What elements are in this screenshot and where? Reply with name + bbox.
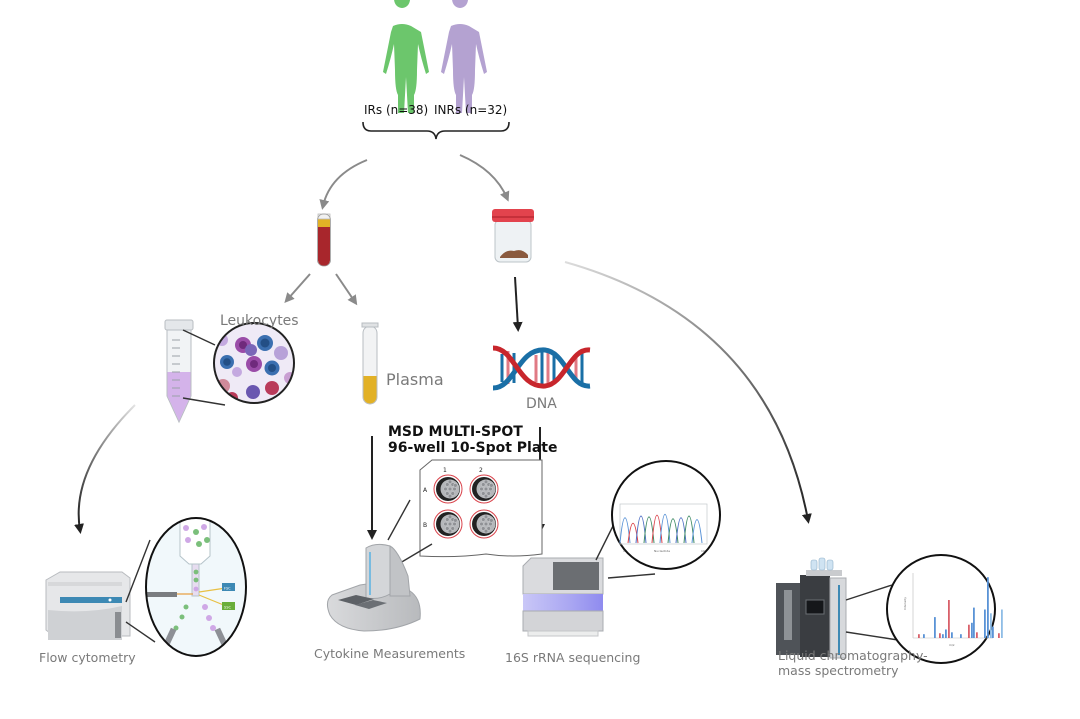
- flow-cytometry-magnified-inset: FSC SSC: [146, 518, 246, 656]
- human-figure-irs-icon: [383, 0, 429, 113]
- dna-helix-icon: [492, 345, 591, 391]
- chromatogram-peak: [691, 519, 703, 544]
- ms-peak-bar: [1001, 609, 1003, 638]
- ms-peak-bar: [976, 632, 978, 638]
- chromatogram-x-end: 10: [701, 549, 705, 553]
- blood-tube-icon: [317, 213, 331, 267]
- ms-peak-bar: [951, 632, 953, 638]
- plate-title-line2: 96-well 10-Spot Plate: [388, 440, 558, 456]
- ms-peak-bar: [942, 634, 944, 638]
- arrow-to-flow: [74, 404, 136, 534]
- chromatogram-xlabel: Nucleotide: [654, 549, 670, 553]
- ms-peak-bar: [948, 600, 950, 638]
- plate-well: [433, 509, 463, 539]
- ms-peak-bar: [992, 626, 994, 638]
- plate-row-a: A: [423, 487, 428, 494]
- dna-label: DNA: [526, 396, 557, 412]
- ms-ylabel: Intensity: [903, 597, 907, 610]
- ms-peak-bar: [934, 617, 936, 638]
- ms-peak-bar: [984, 609, 986, 638]
- msd-reader-instrument-icon: [326, 543, 421, 632]
- method-label-seq: 16S rRNA sequencing: [505, 650, 641, 665]
- ms-peak-bar: [973, 607, 975, 638]
- chromatogram-x-start: 1: [623, 549, 625, 553]
- method-label-lcms: Liquid chromatography- mass spectrometry: [778, 648, 928, 678]
- group-brace: [362, 121, 510, 140]
- msd-plate-icon: 1 2 A B: [419, 459, 543, 558]
- ms-peak-bar: [971, 622, 973, 638]
- arrow-to-leukocytes: [284, 273, 311, 303]
- method-label-lcms-line2: mass spectrometry: [778, 663, 899, 678]
- mass-spectrum-inset: Intensity m/z: [886, 554, 1003, 664]
- arrow-to-plasma: [335, 273, 358, 306]
- fsc-detector-label: FSC: [224, 587, 231, 591]
- plate-well: [433, 474, 463, 504]
- sequencer-instrument-icon: [522, 557, 604, 637]
- ssc-detector-label: SSC: [224, 606, 231, 610]
- falcon-tube-leukocytes-icon: [164, 319, 194, 424]
- zoom-lines-ms: [845, 584, 899, 641]
- leukocytes-label: Leukocytes: [220, 313, 299, 329]
- flow-cytometer-instrument-icon: [45, 571, 131, 640]
- ms-peak-bar: [918, 634, 920, 638]
- arrow-to-blood: [319, 159, 368, 210]
- zoom-lines-flow: [125, 539, 156, 643]
- plate-well: [469, 474, 499, 504]
- plate-title: MSD MULTI-SPOT 96-well 10-Spot Plate: [388, 424, 557, 456]
- ms-xlabel: m/z: [949, 643, 955, 647]
- zoom-lines-leukocytes: [182, 329, 226, 406]
- ms-peak-bar: [990, 613, 992, 638]
- ms-peak-bar: [923, 634, 925, 638]
- arrow-to-stool: [459, 154, 510, 202]
- plate-row-b: B: [423, 522, 427, 529]
- plasma-tube-icon: [361, 322, 379, 405]
- lcms-instrument-icon: [776, 557, 847, 659]
- stool-sample-jar-icon: [492, 209, 534, 263]
- plate-col-2: 2: [479, 467, 483, 474]
- ms-peak-bar: [998, 633, 1000, 638]
- ms-peak-bar: [960, 634, 962, 638]
- arrow-to-dna: [512, 276, 523, 332]
- ms-peak-bar: [945, 629, 947, 638]
- plate-title-line1: MSD MULTI-SPOT: [388, 424, 523, 440]
- chromatogram-peak: [627, 522, 639, 544]
- cohort-label-irs: IRs (n=38): [364, 103, 429, 117]
- cohort-label-inrs: INRs (n=32): [434, 103, 508, 117]
- ms-peak-bar: [968, 624, 970, 638]
- chromatogram-inset: 1 10 Nucleotide: [611, 460, 721, 570]
- method-label-cytokine: Cytokine Measurements: [314, 646, 466, 661]
- ms-peak-bar: [939, 633, 941, 638]
- ms-peak-bar: [987, 577, 989, 638]
- arrow-to-lcms: [564, 261, 812, 524]
- plate-well: [469, 509, 499, 539]
- method-label-flow: Flow cytometry: [39, 650, 136, 665]
- method-label-lcms-line1: Liquid chromatography-: [778, 648, 928, 663]
- human-figure-inrs-icon: [441, 0, 487, 113]
- plasma-label: Plasma: [386, 370, 444, 389]
- plate-col-1: 1: [443, 467, 447, 474]
